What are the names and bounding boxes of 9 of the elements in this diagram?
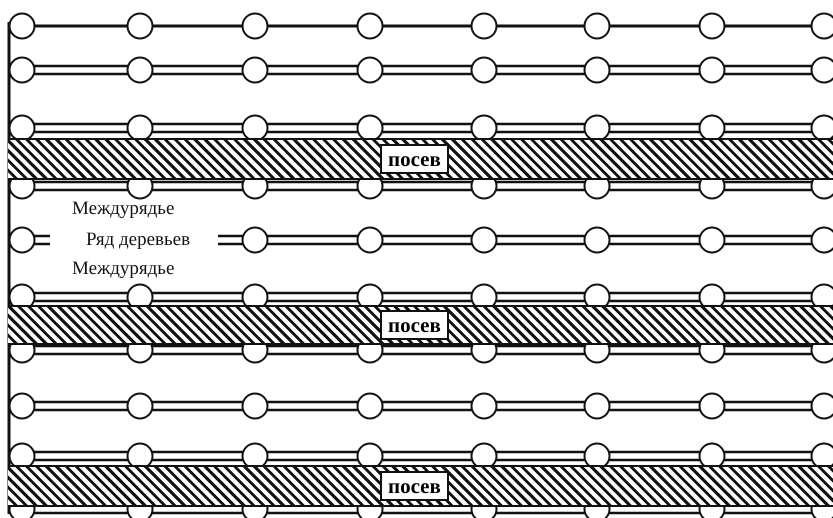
row-label: Ряд деревьев	[86, 229, 190, 251]
sowing-strip	[8, 305, 833, 345]
row-label: Междурядье	[72, 258, 174, 280]
strip-label: посев	[380, 144, 449, 174]
sowing-strip	[8, 465, 833, 507]
strip-label: посев	[380, 471, 449, 501]
sowing-strip	[8, 138, 833, 180]
row-label: Междурядье	[72, 198, 174, 220]
strip-label: посев	[380, 310, 449, 340]
